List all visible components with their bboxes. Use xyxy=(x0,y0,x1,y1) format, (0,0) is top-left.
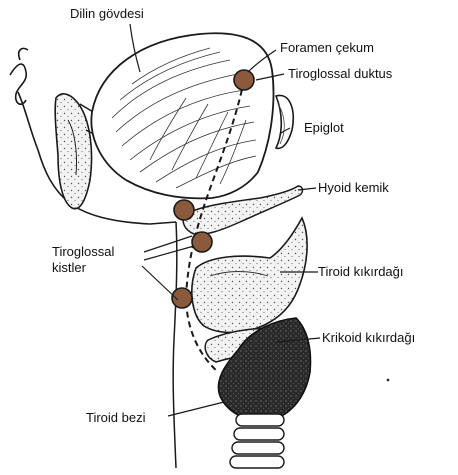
neck-front-line xyxy=(173,222,177,468)
label-foramen-cecum: Foramen çekum xyxy=(280,40,374,55)
cyst-hyoid-lower xyxy=(192,232,212,252)
dot-mark xyxy=(387,379,390,382)
trachea xyxy=(230,414,284,468)
label-thyroid-gland: Tiroid bezi xyxy=(86,410,145,425)
tongue-body xyxy=(91,33,273,198)
label-hyoid-bone: Hyoid kemik xyxy=(318,180,389,195)
cyst-hyoid-upper xyxy=(174,200,194,220)
label-thyroid-cartilage: Tiroid kıkırdağı xyxy=(318,264,404,279)
label-cricoid-cartilage: Krikoid kıkırdağı xyxy=(322,330,415,345)
label-thyroglossal-cysts-line2: kistler xyxy=(52,260,86,275)
cyst-thyroid-cartilage xyxy=(172,288,192,308)
label-thyroglossal-cysts-line1: Tiroglossal xyxy=(52,244,114,259)
label-tongue-body: Dilin gövdesi xyxy=(70,6,144,21)
label-thyroglossal-duct: Tiroglossal duktus xyxy=(288,66,392,81)
cyst-foramen-cecum xyxy=(234,70,254,90)
label-epiglottis: Epiglot xyxy=(304,120,344,135)
epiglottis xyxy=(276,95,293,148)
